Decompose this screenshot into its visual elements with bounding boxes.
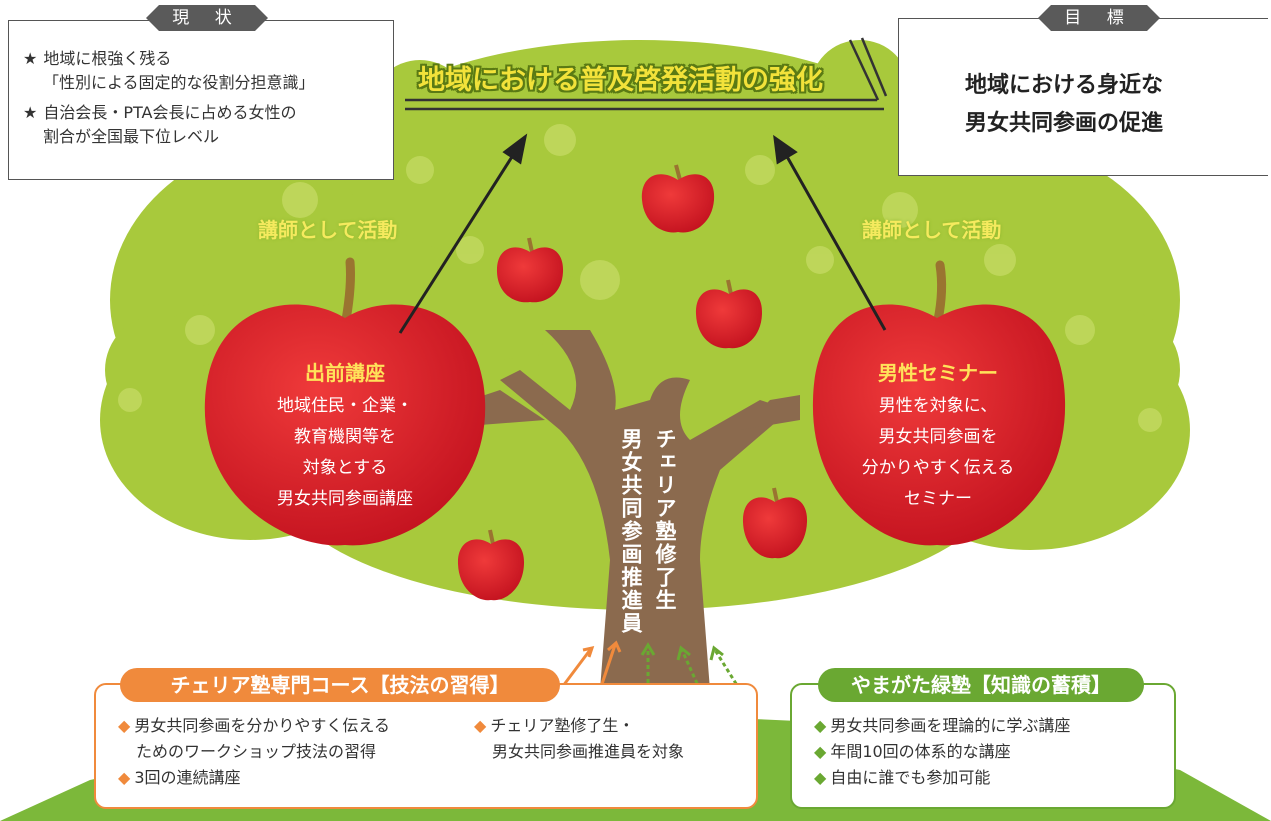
course-left-box: チェリア塾専門コース【技法の習得】 ◆男女共同参画を分かりやすく伝える ためのワ…	[94, 668, 758, 809]
diamond-icon: ◆	[814, 742, 827, 761]
course-left-title: チェリア塾専門コース【技法の習得】	[120, 668, 560, 702]
goal-tag: 目 標	[1038, 5, 1160, 31]
small-apple-2	[496, 237, 564, 303]
trunk-right-branch	[740, 395, 800, 430]
current-status-tag: 現 状	[146, 5, 268, 31]
diamond-icon: ◆	[814, 768, 827, 787]
trunk-left-branch	[470, 390, 545, 425]
diamond-icon: ◆	[474, 716, 487, 735]
status-item-2: ★自治会長・PTA会長に占める女性の	[23, 103, 297, 122]
small-apple-5	[457, 529, 525, 601]
current-status-box: 現 状 ★地域に根強く残る 「性別による固定的な役割分担意識」 ★自治会長・PT…	[8, 5, 394, 180]
goal-title: 地域における身近な 男女共同参画の促進	[964, 73, 1163, 136]
activity-label-left: 講師として活動	[258, 218, 398, 242]
status-item-2-line-2: 割合が全国最下位レベル	[43, 127, 220, 146]
diamond-icon: ◆	[118, 768, 131, 787]
diamond-icon: ◆	[118, 716, 131, 735]
apple-right-title: 男性セミナー	[878, 361, 998, 385]
banner-underline	[405, 37, 888, 111]
apple-right-text: 男性セミナー 男性を対象に、 男女共同参画を 分かりやすく伝える セミナー	[838, 355, 1038, 515]
apple-left-text: 出前講座 地域住民・企業・ 教育機関等を 対象とする 男女共同参画講座	[245, 355, 445, 515]
course-left-col2: ◆チェリア塾修了生・ 男女共同参画推進員を対象	[474, 716, 685, 761]
course-right-title: やまがた緑塾【知識の蓄積】	[818, 668, 1144, 702]
banner-title: 地域における普及啓発活動の強化	[418, 65, 823, 96]
apple-right-shape	[812, 260, 1066, 546]
status-item-1-line-2: 「性別による固定的な役割分担意識」	[43, 73, 315, 92]
course-left-col1: ◆男女共同参画を分かりやすく伝える ためのワークショップ技法の習得 ◆3回の連続…	[118, 716, 390, 787]
status-item-1: ★地域に根強く残る	[23, 49, 172, 68]
activity-arrows	[398, 133, 887, 334]
tree-trunk	[500, 330, 790, 690]
small-apple-1	[641, 164, 715, 233]
small-apple-4	[742, 487, 808, 559]
trunk-text-col2: 男女共同参画推進員	[619, 428, 643, 635]
star-icon: ★	[23, 49, 38, 68]
goal-box: 目 標 地域における身近な 男女共同参画の促進	[898, 5, 1268, 176]
foliage-highlights	[118, 124, 1162, 432]
course-right-box: やまがた緑塾【知識の蓄積】 ◆男女共同参画を理論的に学ぶ講座 ◆年間10回の体系…	[790, 668, 1176, 809]
apple-left-title: 出前講座	[305, 361, 385, 385]
activity-label-right: 講師として活動	[862, 218, 1002, 242]
trunk-text-col1: チェリア塾修了生	[653, 428, 677, 612]
diamond-icon: ◆	[814, 716, 827, 735]
star-icon: ★	[23, 103, 38, 122]
apple-left-shape	[204, 257, 486, 546]
small-apple-3	[695, 279, 763, 349]
course-right-list: ◆男女共同参画を理論的に学ぶ講座 ◆年間10回の体系的な講座 ◆自由に誰でも参加…	[814, 716, 1071, 787]
small-apples	[457, 164, 808, 601]
